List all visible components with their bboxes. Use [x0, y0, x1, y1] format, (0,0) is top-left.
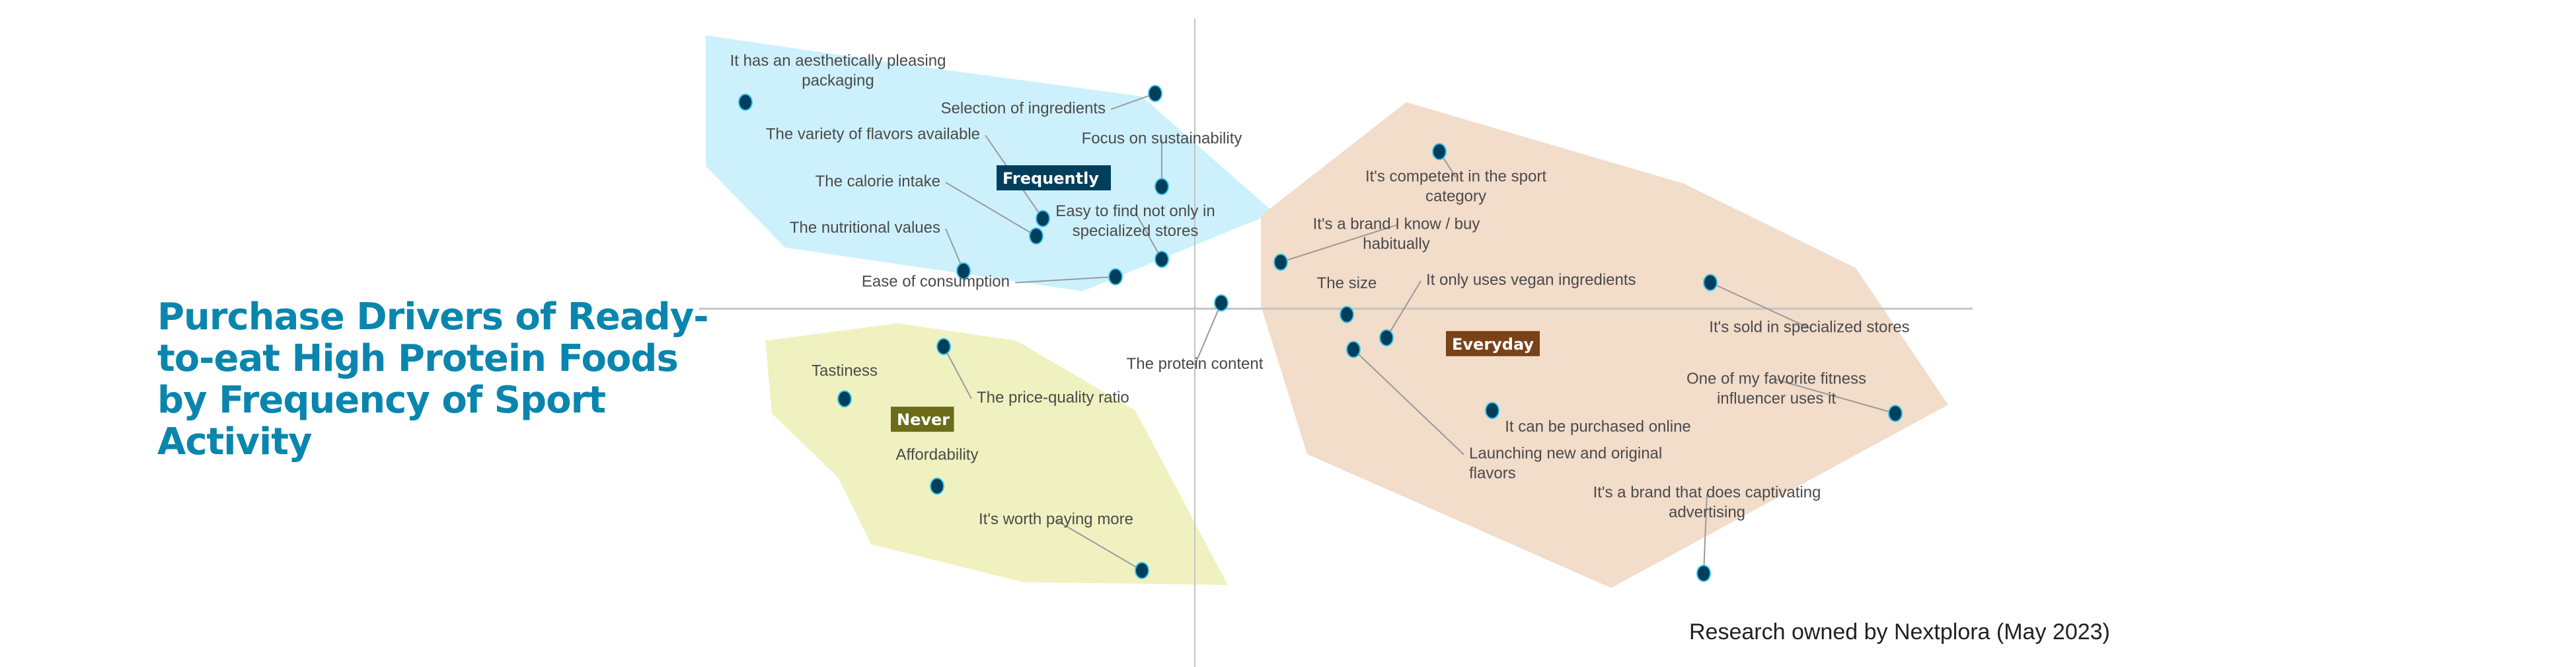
data-point[interactable] — [1135, 562, 1149, 579]
leader-line — [1194, 302, 1222, 366]
source-note: Research owned by Nextplora (May 2023) — [1689, 619, 2110, 645]
leader-line — [1353, 348, 1464, 455]
data-point[interactable] — [1214, 294, 1229, 312]
data-point[interactable] — [1379, 329, 1394, 346]
data-point[interactable] — [837, 390, 852, 408]
data-point[interactable] — [1108, 268, 1123, 286]
point-label: Focus on sustainability — [1082, 130, 1242, 147]
point-label: Tastiness — [812, 362, 878, 379]
data-point[interactable] — [1029, 227, 1043, 245]
data-point[interactable] — [956, 262, 971, 280]
point-label: Easy to find not only in specialized stor… — [1055, 202, 1215, 240]
point-label: It's sold in specialized stores — [1709, 318, 1909, 336]
point-label-line: habitually — [1363, 235, 1429, 253]
leader-line — [1014, 276, 1116, 284]
data-point[interactable] — [738, 93, 753, 111]
data-point[interactable] — [1696, 565, 1711, 582]
point-label-line: It's competent in the sport — [1365, 167, 1546, 185]
point-label-line: category — [1425, 187, 1486, 205]
cluster-everyday — [1261, 102, 1948, 588]
leader-line — [1776, 379, 1896, 414]
point-label-line: influencer uses it — [1717, 389, 1836, 407]
leader-line — [1135, 212, 1162, 260]
leader-line — [943, 346, 972, 399]
point-label: The variety of flavors available — [766, 126, 980, 143]
point-label: The price-quality ratio — [977, 389, 1129, 407]
data-point[interactable] — [1485, 402, 1499, 419]
leader-line — [1055, 520, 1143, 571]
group-label-everyday: Everyday — [1452, 335, 1534, 354]
cluster-never — [765, 323, 1228, 585]
point-label: It's a brand that does captivating advert… — [1593, 483, 1821, 521]
data-point[interactable] — [1273, 253, 1288, 271]
group-label-bg — [1446, 331, 1540, 356]
point-label: Ease of consumption — [862, 273, 1010, 291]
data-point[interactable] — [1155, 251, 1169, 268]
data-point[interactable] — [1432, 143, 1447, 161]
point-label: Launching new and original flavors — [1469, 445, 1662, 483]
point-label: The calorie intake — [815, 173, 940, 190]
point-label: The nutritional values — [790, 219, 940, 237]
point-label: Selection of ingredients — [941, 99, 1106, 117]
point-label: It's competent in the sport category — [1365, 167, 1546, 205]
data-point[interactable] — [1148, 85, 1162, 102]
point-label: Affordability — [896, 446, 979, 463]
leader-line — [945, 182, 1037, 237]
chart-title: Purchase Drivers of Ready-to-eat High Pr… — [157, 295, 708, 463]
data-point[interactable] — [1703, 274, 1718, 292]
point-label-line: packaging — [802, 72, 874, 90]
data-point[interactable] — [1036, 210, 1050, 227]
group-label-bg — [997, 165, 1111, 190]
point-label: It only uses vegan ingredients — [1426, 271, 1636, 289]
data-point[interactable] — [1346, 340, 1361, 358]
cluster-frequently — [706, 35, 1274, 292]
point-label-line: It has an aesthetically pleasing — [730, 52, 946, 70]
group-label-bg — [891, 407, 954, 432]
leader-line — [1386, 280, 1421, 338]
point-label-line: flavors — [1469, 465, 1516, 483]
point-label: One of my favorite fitness influencer use… — [1686, 370, 1866, 407]
leader-line — [1703, 493, 1708, 574]
group-label-never: Never — [897, 411, 950, 429]
point-label-line: One of my favorite fitness — [1686, 370, 1866, 387]
point-label-line: Launching new and original — [1469, 445, 1662, 463]
point-label-line: Easy to find not only in — [1055, 202, 1215, 220]
point-label: The protein content — [1127, 355, 1264, 373]
leader-line — [1710, 282, 1810, 329]
leader-line — [1280, 224, 1397, 263]
data-point[interactable] — [936, 338, 951, 356]
point-label-line: It's a brand that does captivating — [1593, 483, 1821, 501]
point-label: The size — [1317, 274, 1377, 292]
group-label-frequently: Frequently — [1003, 169, 1099, 188]
point-label: It can be purchased online — [1505, 418, 1691, 436]
leader-line — [1110, 93, 1156, 110]
point-label: It has an aesthetically pleasing packagin… — [730, 52, 946, 90]
point-label: It's a brand I know / buy habitually — [1313, 216, 1480, 253]
data-point[interactable] — [930, 477, 944, 495]
point-label: It's worth paying more — [979, 510, 1133, 528]
data-point[interactable] — [1155, 178, 1169, 196]
data-point[interactable] — [1340, 305, 1354, 323]
point-label-line: It's a brand I know / buy — [1313, 216, 1480, 233]
point-label-line: advertising — [1669, 503, 1745, 521]
data-point[interactable] — [1888, 405, 1903, 422]
point-label-line: specialized stores — [1073, 222, 1199, 240]
